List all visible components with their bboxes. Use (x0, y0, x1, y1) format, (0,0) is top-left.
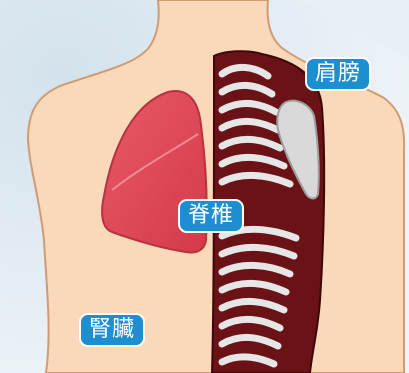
spine-label: 脊椎 (178, 199, 244, 233)
kidney-label: 腎臟 (79, 313, 145, 347)
shoulder-label: 肩膀 (305, 57, 371, 91)
